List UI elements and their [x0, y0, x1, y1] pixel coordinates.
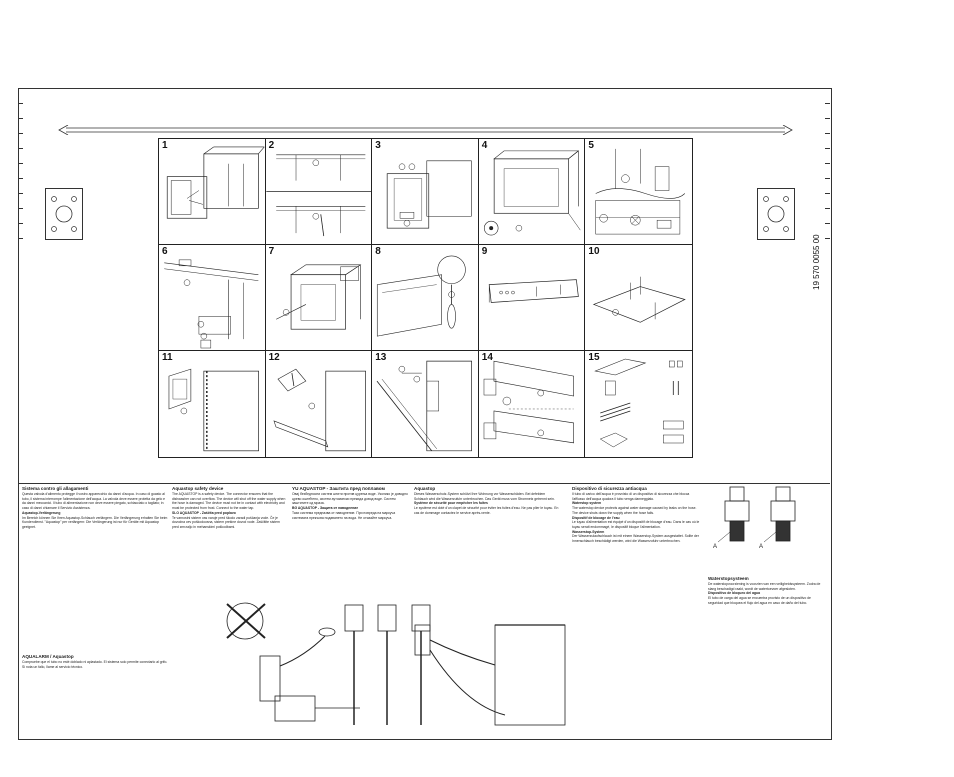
column-subheading: Dispositif de blocage de l'eau: [572, 515, 620, 520]
step-8-illustration: [377, 255, 466, 337]
text-column-2: Aquastop safety device The AQUASTOP is a…: [172, 486, 287, 586]
column-body: Il tubo di carico dell'acqua è provvisto…: [572, 492, 690, 501]
step-10: 10: [585, 245, 692, 351]
column-body: Questa valvola d'alimento protegge il vo…: [22, 492, 166, 511]
text-column-1b: AQUALARM / Aquastop Compruebe que el tub…: [22, 654, 168, 724]
step-8: 8: [372, 245, 479, 351]
step-number: 5: [588, 140, 594, 151]
column-body: Te varnostni sistem vas varuje pred škod…: [172, 515, 280, 529]
step-12: 12: [266, 351, 373, 457]
column-body: Dieses Wasserschutz-System schützt Ihre …: [414, 492, 555, 501]
valve-label-a-right: A: [759, 544, 763, 550]
step-4: 4: [478, 139, 586, 245]
step-3: 3: [372, 139, 479, 245]
column-subheading: SLO AQUASTOP - Zaščita pred poplavo: [172, 510, 236, 515]
right-ruler: [824, 88, 830, 388]
text-column-5: Dispositivo di sicurezza antiacqua Il tu…: [572, 486, 702, 664]
step-2: 2: [265, 139, 373, 245]
step-9: 9: [478, 245, 586, 351]
step-number: 12: [268, 352, 280, 363]
column-subheading: Waterstop system: [572, 501, 602, 506]
hose-connections-illustration: [344, 604, 431, 725]
step-2-illustration: [265, 154, 371, 237]
step-number: 10: [588, 246, 600, 257]
page-frame: [18, 88, 832, 740]
text-column-4: Aquastop Dieses Wasserschutz-System schü…: [414, 486, 559, 586]
step-number: 6: [162, 246, 168, 257]
step-number: 2: [268, 140, 275, 151]
column-body: Compruebe que el tubo no esté doblado ni…: [22, 660, 168, 669]
step-number: 4: [481, 140, 488, 151]
width-arrow: [58, 125, 793, 135]
step-6-illustration: [164, 259, 259, 349]
step-11: 11: [159, 351, 266, 457]
column-body: The AQUASTOP is a safety device. The con…: [172, 492, 286, 511]
column-subheading: BG AQUASTOP - Защита от наводнение: [292, 506, 359, 511]
step-number: 7: [268, 246, 275, 257]
step-7: 7: [265, 245, 373, 351]
column-body: Le tuyau d'alimentation est équipé d'un …: [572, 520, 700, 529]
column-heading: Aquastop: [414, 486, 436, 491]
step-number: 1: [162, 140, 168, 151]
text-column-6: Waterstopsysteem De waterstopvoorziening…: [708, 576, 823, 676]
document-number: 19 570 0055 00: [812, 234, 821, 290]
column-heading: Dispositivo di sicurezza antiacqua: [572, 486, 647, 491]
mounting-plate-left: [45, 188, 83, 240]
column-heading: Sistema contro gli allagamenti: [22, 486, 89, 491]
faucet-crossed-illustration: [226, 602, 360, 722]
step-number: 9: [481, 246, 488, 257]
column-body: Тази система предпазва от наводнение. Пр…: [292, 510, 396, 520]
column-body: El tubo de carga del agua se encuentra p…: [708, 596, 811, 605]
column-body: The waterstop device protects against wa…: [572, 506, 697, 515]
column-body: De waterstopvoorziening is voorzien van …: [708, 582, 821, 591]
text-column-1: Sistema contro gli allagamenti Questa va…: [22, 486, 168, 681]
column-body: Le système est doté d'un clapet de sécur…: [414, 506, 559, 515]
step-1: 1: [159, 139, 266, 245]
step-1-illustration: [166, 146, 265, 219]
step-5-illustration: [595, 148, 686, 235]
step-15: 15: [585, 351, 692, 457]
left-ruler: [18, 88, 24, 388]
column-subheading: Aquastop-Verlängerung: [22, 510, 61, 515]
instruction-text-band: [18, 483, 830, 739]
step-13-illustration: [376, 360, 473, 452]
column-body: Овај безбедносни систем штити против цур…: [292, 492, 408, 506]
step-11-illustration: [168, 368, 259, 452]
step-number: 13: [375, 352, 387, 363]
column-subheading: Wasserstop-System: [572, 529, 605, 534]
column-body: Der Wasserzulaufschlauch ist mit einem W…: [572, 534, 699, 544]
step-14-illustration: [483, 360, 574, 444]
mounting-plate-right: [757, 188, 795, 240]
valve-label-a: A: [713, 544, 717, 550]
step-9-illustration: [488, 279, 579, 303]
step-number: 14: [481, 352, 493, 363]
column-heading: Aquastop safety device: [172, 486, 224, 491]
step-5: 5: [585, 139, 692, 245]
step-number: 11: [162, 352, 173, 363]
valve-detail-illustration: A A: [713, 486, 796, 550]
column-subheading: Dispositivo de bloqueo del agua: [708, 591, 760, 596]
step-number: 8: [375, 246, 381, 257]
column-heading: AQUALARM / Aquastop: [22, 654, 74, 659]
step-10-illustration: [593, 276, 687, 323]
step-3-illustration: [387, 160, 472, 229]
step-15-illustration: [594, 358, 684, 448]
step-6: 6: [159, 245, 266, 351]
step-13: 13: [372, 351, 479, 457]
column-heading: Waterstopsysteem: [708, 576, 749, 581]
dishwasher-connection-illustration: [414, 624, 566, 726]
column-heading: YU AQUASTOP - Заштита пред поплавом: [292, 486, 385, 491]
step-number: 3: [375, 140, 381, 151]
column-subheading: Système de sécurité pour empêcher les fu…: [414, 501, 488, 506]
step-7-illustration: [275, 264, 361, 330]
step-14: 14: [479, 351, 586, 457]
installation-steps-grid: 1 2: [158, 138, 693, 458]
step-12-illustration: [273, 368, 366, 452]
step-number: 15: [588, 352, 600, 363]
column-body: Im Bereich können Sie Ihren Aquastop-Sch…: [22, 515, 168, 529]
step-4-illustration: [483, 150, 581, 236]
text-column-3: YU AQUASTOP - Заштита пред поплавом Овај…: [292, 486, 410, 586]
